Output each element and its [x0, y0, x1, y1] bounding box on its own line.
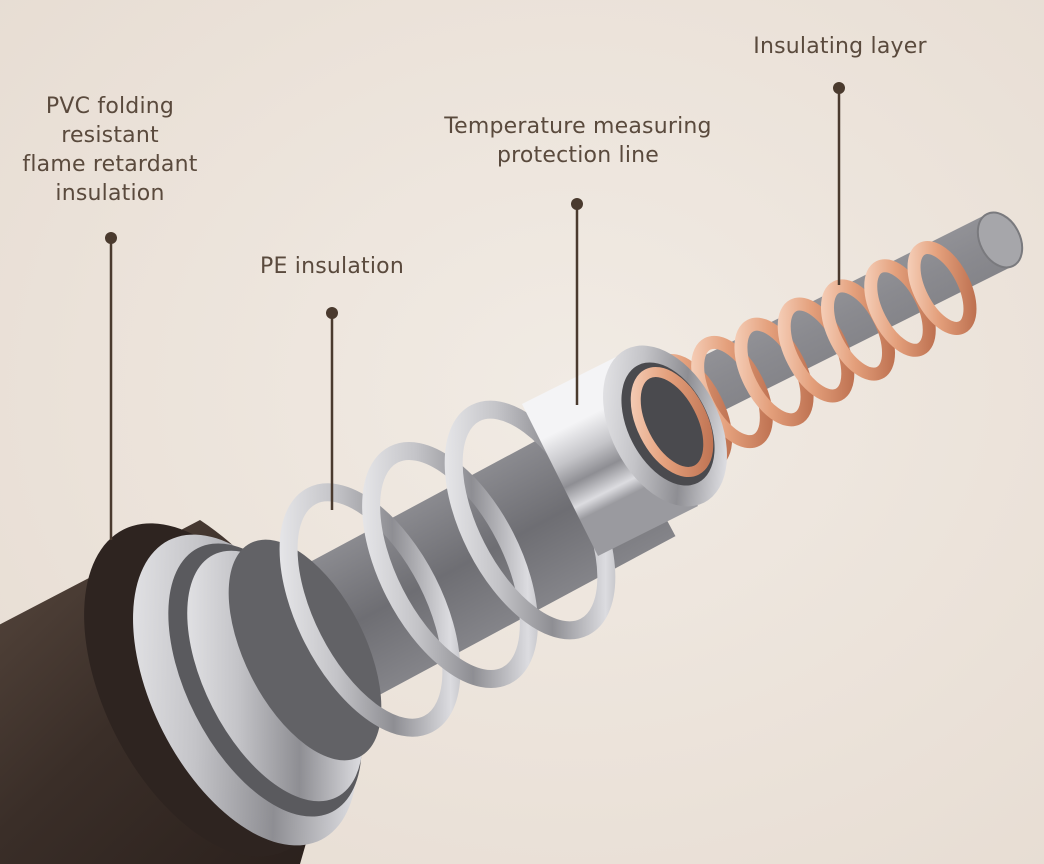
label-insulating-layer: Insulating layer	[730, 32, 950, 61]
leader-lines	[105, 82, 845, 540]
label-pe-line-1: PE insulation	[260, 254, 404, 279]
label-pvc-line-4: insulation	[55, 181, 165, 206]
label-pvc-line-2: resistant	[61, 123, 159, 148]
leader-insulating	[833, 82, 845, 285]
leader-temperature	[571, 198, 583, 405]
label-pvc-insulation: PVC folding resistant flame retardant in…	[8, 92, 212, 208]
silver-layers	[133, 403, 676, 846]
protection-sleeve	[521, 345, 727, 557]
label-pvc-line-1: PVC folding	[45, 94, 175, 119]
label-pe-insulation: PE insulation	[232, 252, 432, 281]
label-pvc-line-3: flame retardant	[22, 152, 198, 177]
label-temp-line-1: Temperature measuring	[444, 114, 712, 139]
leader-pvc	[105, 232, 117, 540]
label-ins-line-1: Insulating layer	[753, 34, 927, 59]
label-temp-line-2: protection line	[496, 143, 660, 168]
leader-pe	[326, 307, 338, 510]
label-temperature-protection: Temperature measuring protection line	[420, 112, 736, 170]
